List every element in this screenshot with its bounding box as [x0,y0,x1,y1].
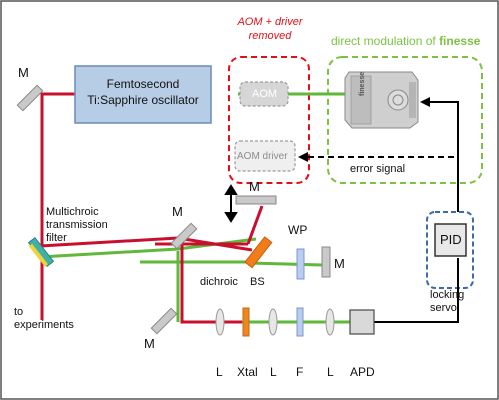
oscillator-label: Femtosecond Ti:Sapphire oscillator [75,76,211,108]
lens-label-2: L [270,365,277,379]
direct-mod-brand: finesse [439,34,481,48]
apd-box [349,309,375,335]
error-signal-arrowhead [298,152,308,162]
dichroic-label: dichroic [200,276,238,288]
mirror-label-bottom-left: M [144,336,155,351]
lens-label-1: L [216,365,223,379]
mirror-label-translating: M [249,179,260,194]
aom-driver-label: AOM driver [237,151,288,162]
mirror-top-left [16,84,44,112]
aom-driver-box [234,140,296,172]
finesse-device-label: finesse [359,71,366,96]
oscillator-box [74,65,212,124]
locking-servo-line1: locking [430,289,465,301]
lens-label-3: L [327,365,334,379]
mirror-label-top-left: M [18,65,29,80]
locking-servo-label: locking servo [430,289,464,315]
filter-label: F [296,365,304,379]
lens-2 [268,308,278,336]
to-experiments-line1: to [14,306,24,318]
beam-splitter [244,236,273,269]
direct-modulation-title: direct modulation of finesse [331,35,480,48]
xtal-label: Xtal [237,365,258,379]
finesse-device [344,71,419,129]
lens-1 [215,308,225,336]
pid-label: PID [440,232,462,247]
locking-servo-region-box [426,211,474,289]
detection-optics [215,307,375,337]
wave-plate [296,248,305,280]
removed-note: AOM + driver removed [218,15,322,43]
wp-label: WP [288,223,308,237]
multichroic-line3: filter [46,232,67,244]
finesse-arrowhead [420,97,430,107]
filter-f [296,307,304,337]
mirrors [16,84,331,335]
crystal [242,307,250,337]
apd-to-pid-line [374,258,459,323]
removed-region-box [228,56,310,184]
translation-arrow [224,184,238,223]
error-signal-label: error signal [350,163,406,175]
pid-box [434,223,467,257]
green-beam-dichroic [39,237,257,259]
mirror-bottom-left [150,307,178,335]
multichroic-filter [27,237,55,267]
to-experiments-line2: experiments [14,319,74,331]
removed-note-line2: removed [248,30,292,42]
multichroic-line2: transmission [46,219,108,231]
green-beam-wp [249,261,323,267]
mirror-right [321,246,331,278]
mirror-mid-left [170,222,198,250]
aom-label: AOM [252,88,278,100]
oscillator-line1: Femtosecond [106,77,180,91]
mirror-label-mid-left: M [172,204,183,219]
oscillator-line2: Ti:Sapphire oscillator [87,93,199,107]
mirror-label-right: M [334,256,345,271]
red-beam-up [246,205,264,245]
locking-servo-line2: servo [430,302,457,314]
feedback-line-to-finesse [428,101,459,212]
multichroic-line1: Multichroic [46,206,99,218]
direct-mod-prefix: direct modulation of [331,34,440,48]
removed-note-line1: AOM + driver [237,16,303,28]
multichroic-label: Multichroic transmission filter [46,206,108,245]
aom-box [239,81,289,107]
to-experiments-label: to experiments [14,306,74,332]
apd-label: APD [350,365,375,379]
lens-3 [325,308,335,336]
direct-modulation-region-box [327,56,483,184]
bs-label: BS [250,276,265,288]
mirror-translating [235,195,277,205]
